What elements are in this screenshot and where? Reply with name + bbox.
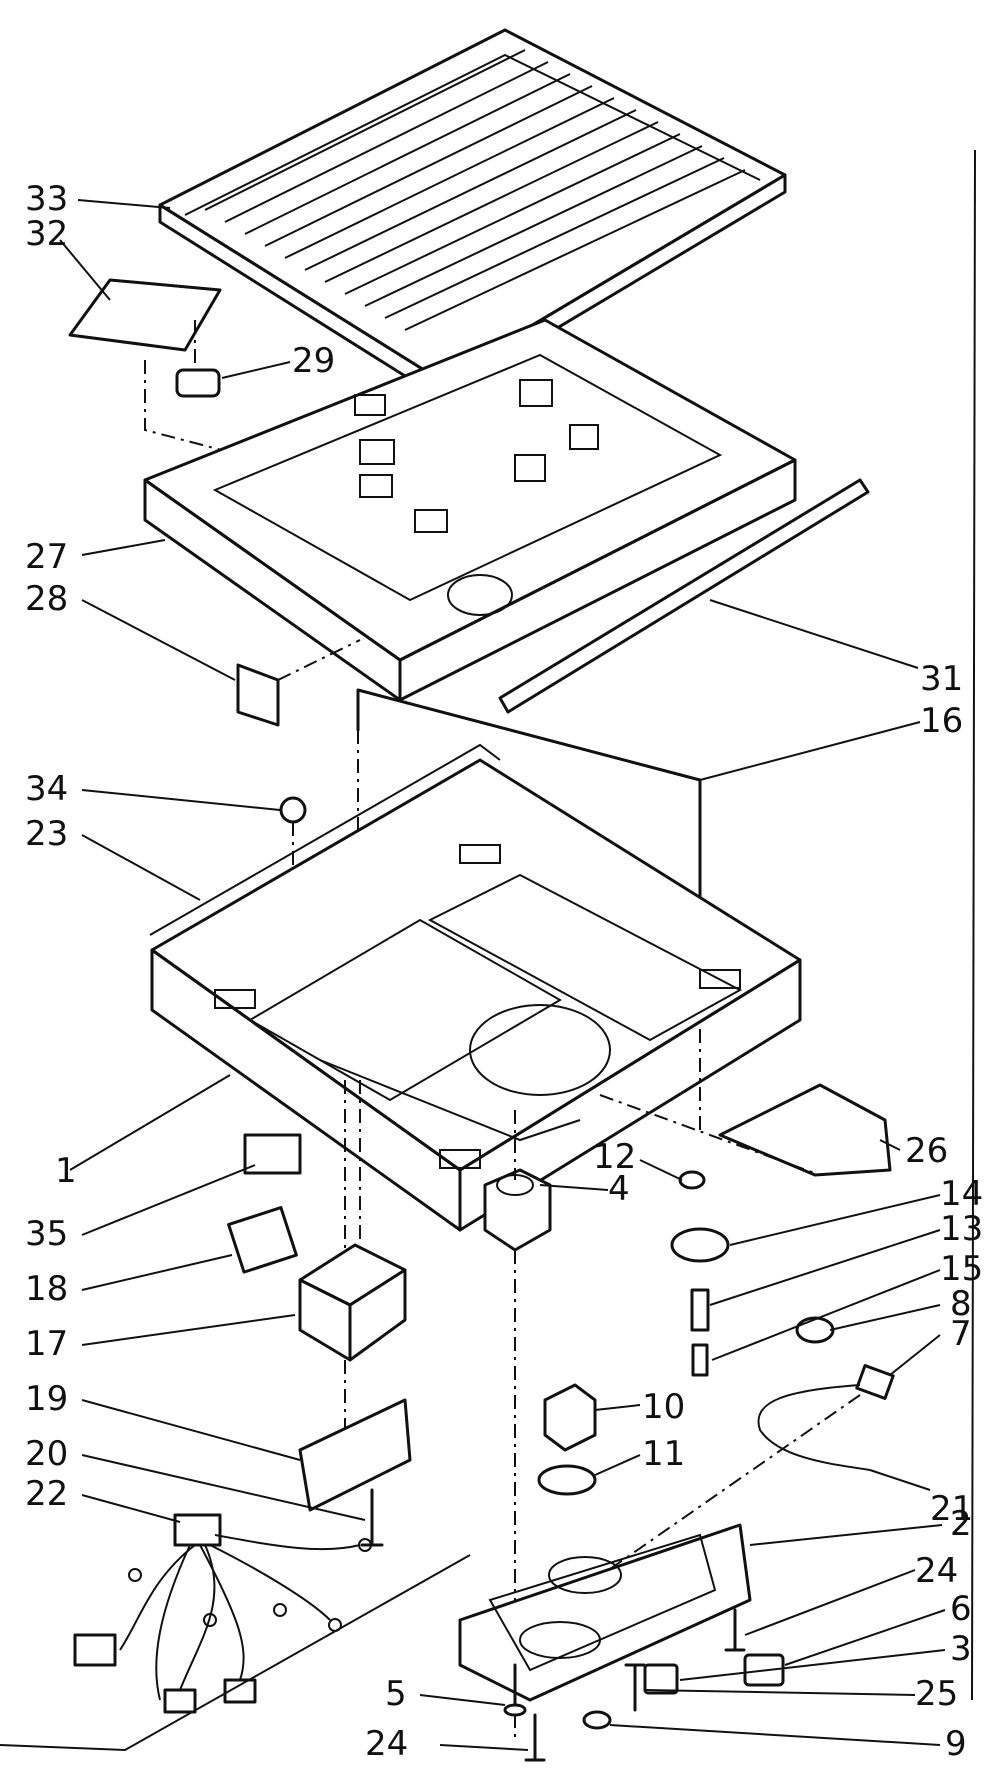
part-31-rail [498,478,870,714]
part-23-housing [149,743,802,1232]
part-18-plate [227,1206,298,1274]
label-28: 28 [25,579,68,619]
part-25-screw [624,1663,646,1712]
part-5-screw [503,1663,527,1717]
part-16-rod [356,688,702,1002]
label-18: 18 [25,1269,68,1309]
label-12: 12 [593,1137,636,1177]
part-22-harness [73,1513,372,1714]
part-24a-screw [724,1608,746,1652]
label-15: 15 [940,1249,983,1289]
label-34: 34 [25,769,68,809]
part-3-switch [643,1663,679,1695]
part-29-clip [175,368,221,398]
part-10-thermostat [543,1383,597,1452]
label-2: 2 [950,1504,972,1544]
label-4: 4 [608,1169,630,1209]
label-5: 5 [385,1674,407,1714]
label-32: 32 [25,214,68,254]
label-24a: 24 [915,1551,958,1591]
margin-rule [971,149,976,1701]
part-33-cover [158,28,787,400]
label-20: 20 [25,1434,68,1474]
callout-labels: 33 32 29 27 28 31 16 34 23 1 35 18 17 19… [25,179,983,1764]
part-24b-screw [524,1713,546,1762]
label-27: 27 [25,537,68,577]
break-line [0,1554,471,1752]
label-19: 19 [25,1379,68,1419]
part-15-pin [691,1343,709,1377]
part-27-frame [143,318,797,702]
leader-lines [59,199,946,1751]
part-11-knob [537,1464,597,1496]
label-24b: 24 [365,1724,408,1764]
label-13: 13 [940,1209,983,1249]
part-19-bracket [298,1398,412,1512]
label-16: 16 [920,701,963,741]
label-25: 25 [915,1674,958,1714]
part-4-bracket [483,1168,552,1252]
part-32-label [68,278,222,352]
label-21: 21 [930,1489,973,1529]
label-3: 3 [950,1629,972,1669]
part-35-connector [243,1133,302,1175]
part-7-socket [855,1364,895,1400]
label-26: 26 [905,1131,948,1171]
part-26-cover [718,1083,892,1177]
label-35: 35 [25,1214,68,1254]
part-8-bulb [795,1316,835,1344]
part-17-box [298,1243,407,1362]
label-31: 31 [920,659,963,699]
part-14-spacer [670,1227,730,1263]
label-33: 33 [25,179,68,219]
part-21-wire [757,1384,871,1471]
part-9-grommet [582,1710,612,1730]
label-6: 6 [950,1589,972,1629]
label-11: 11 [642,1434,685,1474]
part-28-block [236,663,280,727]
part-2-tray [458,1523,752,1702]
part-34-screw [279,796,307,824]
label-8: 8 [950,1284,972,1324]
label-14: 14 [940,1174,983,1214]
label-17: 17 [25,1324,68,1364]
label-23: 23 [25,814,68,854]
label-29: 29 [292,341,335,381]
label-9: 9 [945,1724,967,1764]
label-7: 7 [950,1314,972,1354]
label-22: 22 [25,1474,68,1514]
part-13-spring [690,1288,710,1332]
label-1: 1 [55,1151,77,1191]
label-10: 10 [642,1387,685,1427]
part-12-washer [678,1170,706,1190]
